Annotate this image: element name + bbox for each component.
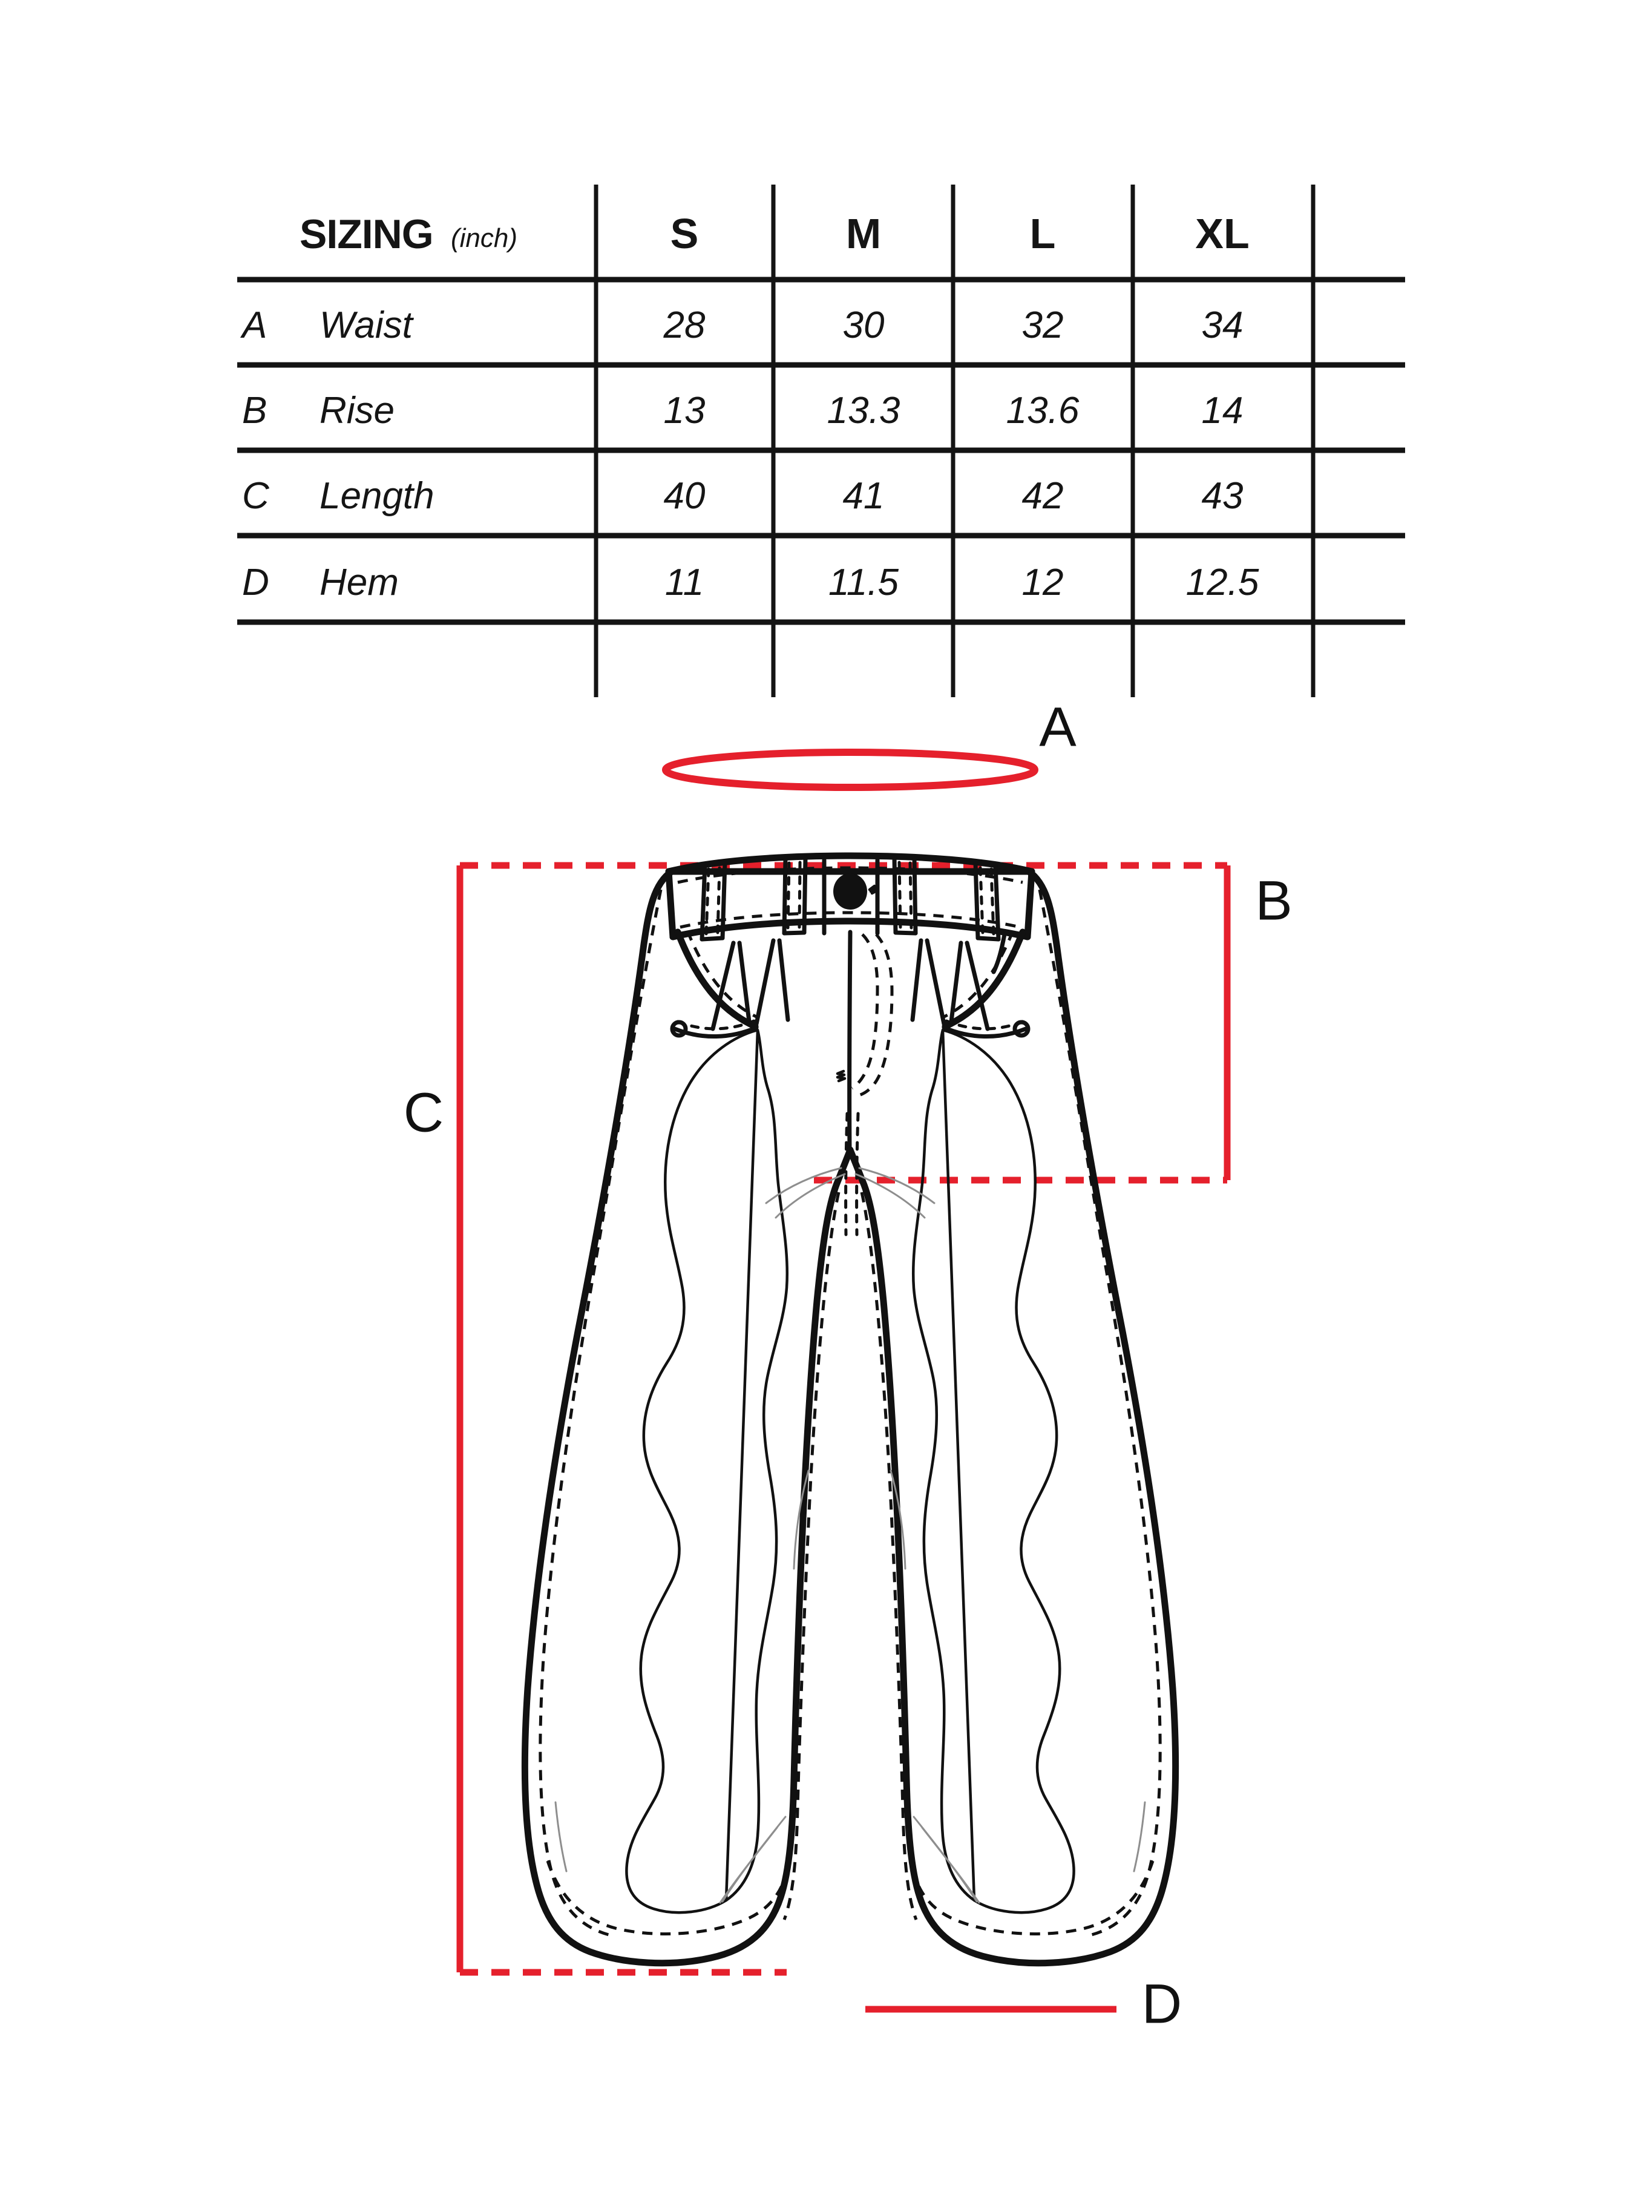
column-header-xl: XL — [1195, 210, 1249, 257]
hem-cuff-stitch-right — [910, 1860, 1155, 1935]
table-row: D Hem 11 11.5 12 12.5 — [242, 562, 1259, 603]
belt-loop-right-outer — [973, 861, 1001, 942]
marker-label-b: B — [1255, 870, 1292, 931]
table-row: A Waist 28 30 32 34 — [240, 304, 1243, 346]
fly-topstitch — [851, 933, 879, 1090]
front-pleat-lines — [710, 938, 990, 1031]
fly-topstitch-inner — [854, 933, 894, 1098]
column-header-m: M — [846, 210, 881, 257]
table-row: B Rise 13 13.3 13.6 14 — [242, 390, 1243, 432]
row-label-a: Waist — [320, 304, 415, 346]
table-row: C Length 40 41 42 43 — [242, 475, 1243, 517]
crease-left-outer — [724, 1028, 789, 1902]
cell-d-xl: 12.5 — [1186, 562, 1259, 603]
row-label-b: Rise — [320, 390, 395, 432]
waist-button — [833, 873, 867, 910]
sizing-table: SIZING (inch) S M L XL A Waist 28 30 32 … — [0, 0, 1652, 726]
waist-measure-ellipse — [662, 749, 1038, 791]
cell-d-l: 12 — [1022, 562, 1064, 603]
cell-b-l: 13.6 — [1006, 390, 1080, 432]
pocket-left-rivet — [670, 1020, 688, 1038]
row-label-d: Hem — [320, 562, 399, 603]
cell-a-l: 32 — [1022, 304, 1064, 346]
pocket-right-opening — [942, 928, 1026, 1030]
row-label-c: Length — [320, 475, 434, 517]
belt-loop-right-inner — [892, 855, 918, 936]
inseam-stitch-left — [782, 1192, 841, 1920]
cell-a-xl: 34 — [1202, 304, 1244, 346]
crotch-stitch — [844, 1112, 849, 1236]
coin-pocket — [991, 932, 1007, 974]
cell-c-l: 42 — [1022, 475, 1064, 517]
crotch-stitch-2 — [855, 1112, 860, 1236]
outseam-stitch-right — [1038, 889, 1162, 1937]
cell-b-m: 13.3 — [827, 390, 900, 432]
jeans-technical-flat: A C B D — [0, 690, 1652, 2212]
crease-right-outer — [911, 1028, 976, 1902]
marker-label-c: C — [404, 1081, 444, 1143]
waistband-topstitch-lower — [680, 911, 1021, 929]
pocket-left-topstitch — [686, 930, 760, 1020]
table-vertical-rules — [594, 185, 1316, 697]
belt-loop-left-outer — [700, 861, 727, 942]
inseam-stitch-right — [860, 1192, 918, 1920]
belt-loop-left-inner — [782, 855, 808, 936]
hem-cuff-stitch-left — [546, 1860, 790, 1935]
jeans-outline — [521, 868, 1179, 1967]
table-unit-label: (inch) — [451, 223, 517, 253]
cell-a-m: 30 — [843, 304, 885, 346]
row-key-c: C — [242, 475, 270, 517]
marker-label-a: A — [1039, 696, 1077, 758]
pocket-right-rivet — [1012, 1020, 1031, 1038]
cell-b-s: 13 — [664, 390, 706, 432]
cell-a-s: 28 — [663, 304, 706, 346]
row-key-b: B — [242, 390, 267, 432]
table-title: SIZING — [300, 211, 433, 257]
table-horizontal-rules — [237, 277, 1405, 625]
waistband-left-edge — [665, 868, 677, 940]
cell-c-m: 41 — [843, 475, 885, 517]
cell-b-xl: 14 — [1202, 390, 1244, 432]
cell-c-xl: 43 — [1202, 475, 1244, 517]
waistband — [665, 852, 1035, 875]
jeans-drawing — [521, 852, 1179, 1967]
pocket-left-opening — [674, 928, 759, 1030]
waistband-right-edge — [1024, 868, 1035, 940]
row-key-a: A — [240, 304, 267, 346]
pocket-right-topstitch — [940, 930, 1015, 1020]
row-key-d: D — [242, 562, 269, 603]
crotch-whiskers — [765, 1167, 936, 1219]
crease-right-inner — [941, 1028, 1075, 1914]
button-bartack — [868, 884, 879, 895]
lower-leg-creases — [554, 1469, 1146, 1904]
cell-c-s: 40 — [664, 475, 706, 517]
fly-bartack — [836, 1069, 847, 1083]
crease-left-inner — [625, 1028, 759, 1914]
marker-label-d: D — [1142, 1973, 1182, 2035]
column-header-s: S — [670, 210, 699, 257]
cell-d-s: 11 — [665, 562, 704, 603]
cell-d-m: 11.5 — [828, 562, 899, 603]
outseam-stitch-left — [539, 889, 663, 1937]
column-header-l: L — [1030, 210, 1056, 257]
